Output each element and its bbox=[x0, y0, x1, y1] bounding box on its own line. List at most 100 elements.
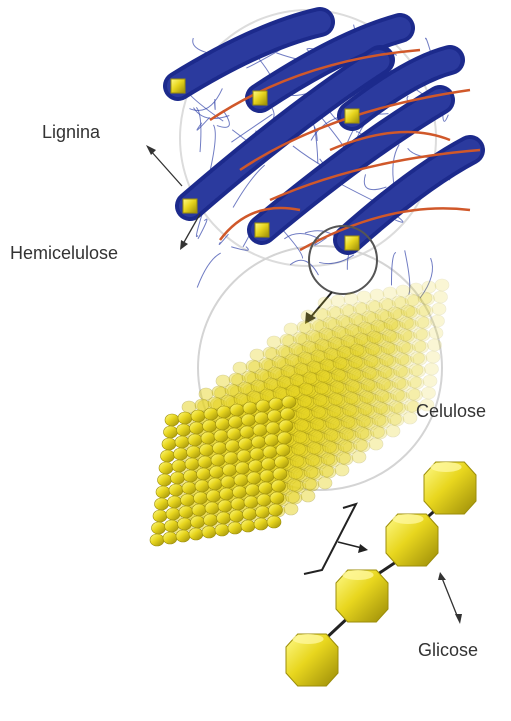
cellulose-unit bbox=[254, 518, 268, 530]
cellulose-unit bbox=[246, 484, 260, 496]
cellulose-unit bbox=[284, 503, 298, 515]
celulose-label: Celulose bbox=[416, 401, 486, 422]
cellulose-unit bbox=[324, 429, 338, 441]
cellulose-unit bbox=[269, 504, 283, 516]
cellulose-unit bbox=[228, 522, 242, 534]
cellulose-unit bbox=[211, 454, 225, 466]
cellulose-unit bbox=[175, 436, 189, 448]
cellulose-unit bbox=[340, 428, 354, 440]
cellulose-unit bbox=[216, 418, 230, 430]
cellulose-unit bbox=[400, 317, 414, 329]
cellulose-unit bbox=[432, 303, 446, 315]
cellulose-unit bbox=[226, 440, 240, 452]
cellulose-unit bbox=[341, 416, 355, 428]
cellulose-unit bbox=[256, 400, 270, 412]
cellulose-unit bbox=[417, 304, 431, 316]
cellulose-unit bbox=[405, 294, 419, 306]
cellulose-unit bbox=[375, 390, 389, 402]
cellulose-unit bbox=[383, 330, 397, 342]
cellulose-unit bbox=[287, 479, 301, 491]
cellulose-unit bbox=[256, 506, 270, 518]
cellulose-unit bbox=[415, 316, 429, 328]
cellulose-unit bbox=[369, 438, 383, 450]
cellulose-unit bbox=[303, 478, 317, 490]
cellulose-unit bbox=[263, 446, 277, 458]
cellulose-unit bbox=[350, 344, 364, 356]
cellulose-unit bbox=[371, 320, 385, 332]
cellulose-unit bbox=[255, 412, 269, 424]
cellulose-unit bbox=[414, 328, 428, 340]
cellulose-unit bbox=[358, 403, 372, 415]
cellulose-unit bbox=[188, 434, 202, 446]
cellulose-unit bbox=[321, 453, 335, 465]
cellulose-unit bbox=[257, 494, 271, 506]
cellulose-unit bbox=[364, 355, 378, 367]
cellulose-unit bbox=[303, 372, 317, 384]
cellulose-unit bbox=[310, 418, 324, 430]
cellulose-unit bbox=[422, 387, 436, 399]
cellulose-unit bbox=[268, 410, 282, 422]
cellulose-unit bbox=[304, 466, 318, 478]
cellulose-unit bbox=[293, 431, 307, 443]
cellulose-unit bbox=[337, 452, 351, 464]
glucose-highlight bbox=[392, 514, 423, 524]
cellulose-unit bbox=[174, 448, 188, 460]
hemicellulose-strand bbox=[300, 208, 470, 250]
cellulose-unit bbox=[316, 370, 330, 382]
cellulose-unit bbox=[289, 467, 303, 479]
cellulose-unit bbox=[343, 404, 357, 416]
cellulose-unit bbox=[418, 292, 432, 304]
cellulose-unit bbox=[349, 356, 363, 368]
cellulose-unit bbox=[423, 375, 437, 387]
cellulose-unit bbox=[204, 408, 218, 420]
cellulose-unit bbox=[422, 281, 436, 293]
fiber-end-cap bbox=[255, 223, 269, 237]
cellulose-unit bbox=[185, 458, 199, 470]
cellulose-unit bbox=[361, 379, 375, 391]
fiber-end-cap bbox=[171, 79, 185, 93]
cellulose-unit bbox=[220, 488, 234, 500]
cellulose-unit bbox=[306, 454, 320, 466]
cellulose-unit bbox=[240, 426, 254, 438]
cellulose-unit bbox=[374, 402, 388, 414]
cellulose-unit bbox=[184, 470, 198, 482]
cellulose-unit bbox=[190, 422, 204, 434]
cellulose-unit bbox=[332, 369, 346, 381]
cellulose-unit bbox=[272, 480, 286, 492]
glicose-arrow-head-2 bbox=[455, 614, 462, 624]
cellulose-unit bbox=[338, 440, 352, 452]
lignin-strand bbox=[214, 99, 215, 109]
cellulose-unit bbox=[227, 428, 241, 440]
lignin-strand bbox=[290, 260, 318, 275]
cellulose-unit bbox=[152, 522, 166, 534]
lignina-arrow-head bbox=[146, 145, 156, 155]
cellulose-unit bbox=[299, 383, 313, 395]
cellulose-unit bbox=[395, 353, 409, 365]
fiber-end-cap bbox=[345, 109, 359, 123]
cellulose-unit bbox=[195, 480, 209, 492]
cellulose-unit bbox=[381, 342, 395, 354]
cellulose-unit bbox=[363, 367, 377, 379]
cellulose-unit bbox=[252, 436, 266, 448]
cellulose-unit bbox=[281, 408, 295, 420]
cellulose-unit bbox=[233, 486, 247, 498]
cellulose-unit bbox=[179, 506, 193, 518]
lignina-label: Lignina bbox=[42, 122, 100, 143]
cellulose-unit bbox=[221, 476, 235, 488]
cellulose-unit bbox=[428, 339, 442, 351]
cellulose-unit bbox=[213, 442, 227, 454]
cellulose-unit bbox=[153, 510, 167, 522]
cellulose-unit bbox=[320, 465, 334, 477]
cellulose-unit bbox=[392, 377, 406, 389]
cellulose-unit bbox=[191, 410, 205, 422]
cellulose-unit bbox=[282, 396, 296, 408]
lignin-strand bbox=[443, 114, 449, 121]
cellulose-unit bbox=[182, 482, 196, 494]
cellulose-unit bbox=[380, 354, 394, 366]
cellulose-unit bbox=[352, 451, 366, 463]
cellulose-unit bbox=[203, 420, 217, 432]
cellulose-unit bbox=[223, 464, 237, 476]
cellulose-unit bbox=[262, 458, 276, 470]
cellulose-unit bbox=[165, 414, 179, 426]
cellulose-unit bbox=[187, 446, 201, 458]
